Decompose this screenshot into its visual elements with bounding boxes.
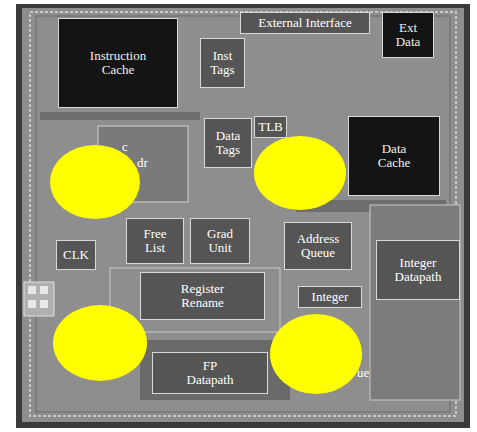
chip-block: Instruction Cache (58, 18, 178, 108)
chip-block: Ext Data (382, 12, 434, 58)
bond-pad (40, 300, 48, 308)
block-label: Grad Unit (204, 227, 236, 255)
chip-block: External Interface (240, 12, 370, 34)
block-label-fragment: c (122, 140, 128, 154)
block-outline (370, 205, 460, 400)
highlight-circle (53, 305, 147, 381)
block-label: Data Tags (212, 129, 244, 157)
bond-pad (28, 300, 36, 308)
chip-block: Data Tags (204, 118, 252, 168)
block-label: Instruction Cache (78, 49, 158, 77)
wiring-channel (40, 112, 200, 120)
chip-block: Inst Tags (200, 38, 245, 88)
bond-pad (28, 286, 36, 294)
chip-block: FP Datapath (152, 352, 268, 394)
chip-block: Free List (126, 218, 184, 264)
block-label: TLB (258, 120, 283, 134)
chip-block: Address Queue (284, 222, 352, 270)
chip-block: TLB (254, 116, 287, 138)
block-label: Ext Data (392, 21, 424, 49)
block-label: Integer (312, 290, 349, 304)
chip-block: CLK (56, 240, 96, 270)
block-label: CLK (63, 248, 89, 262)
block-label: Data Cache (374, 142, 414, 170)
highlight-circle (254, 136, 346, 210)
highlight-circle (50, 145, 140, 219)
die-frame (16, 4, 470, 428)
block-label-fragment: ue (357, 366, 369, 380)
chip-block: Data Cache (348, 116, 440, 196)
bond-pads (24, 282, 54, 316)
block-label-fragment: dr (137, 156, 148, 170)
fp-array (140, 340, 290, 400)
block-label: Free List (139, 227, 171, 255)
highlight-circle (270, 314, 362, 394)
block-label: FP Datapath (181, 359, 239, 387)
block-label: Inst Tags (207, 49, 239, 77)
block-label: External Interface (258, 16, 351, 30)
die-surface (22, 8, 464, 422)
bond-pad (40, 286, 48, 294)
chip-block: Integer Datapath (376, 240, 460, 300)
block-label: Integer Datapath (387, 256, 449, 284)
block-label: Register Rename (172, 282, 234, 310)
block-label: Address Queue (290, 232, 346, 260)
chip-block: Grad Unit (190, 218, 250, 264)
chip-block: Integer (298, 286, 362, 308)
chip-block: Register Rename (140, 272, 265, 320)
